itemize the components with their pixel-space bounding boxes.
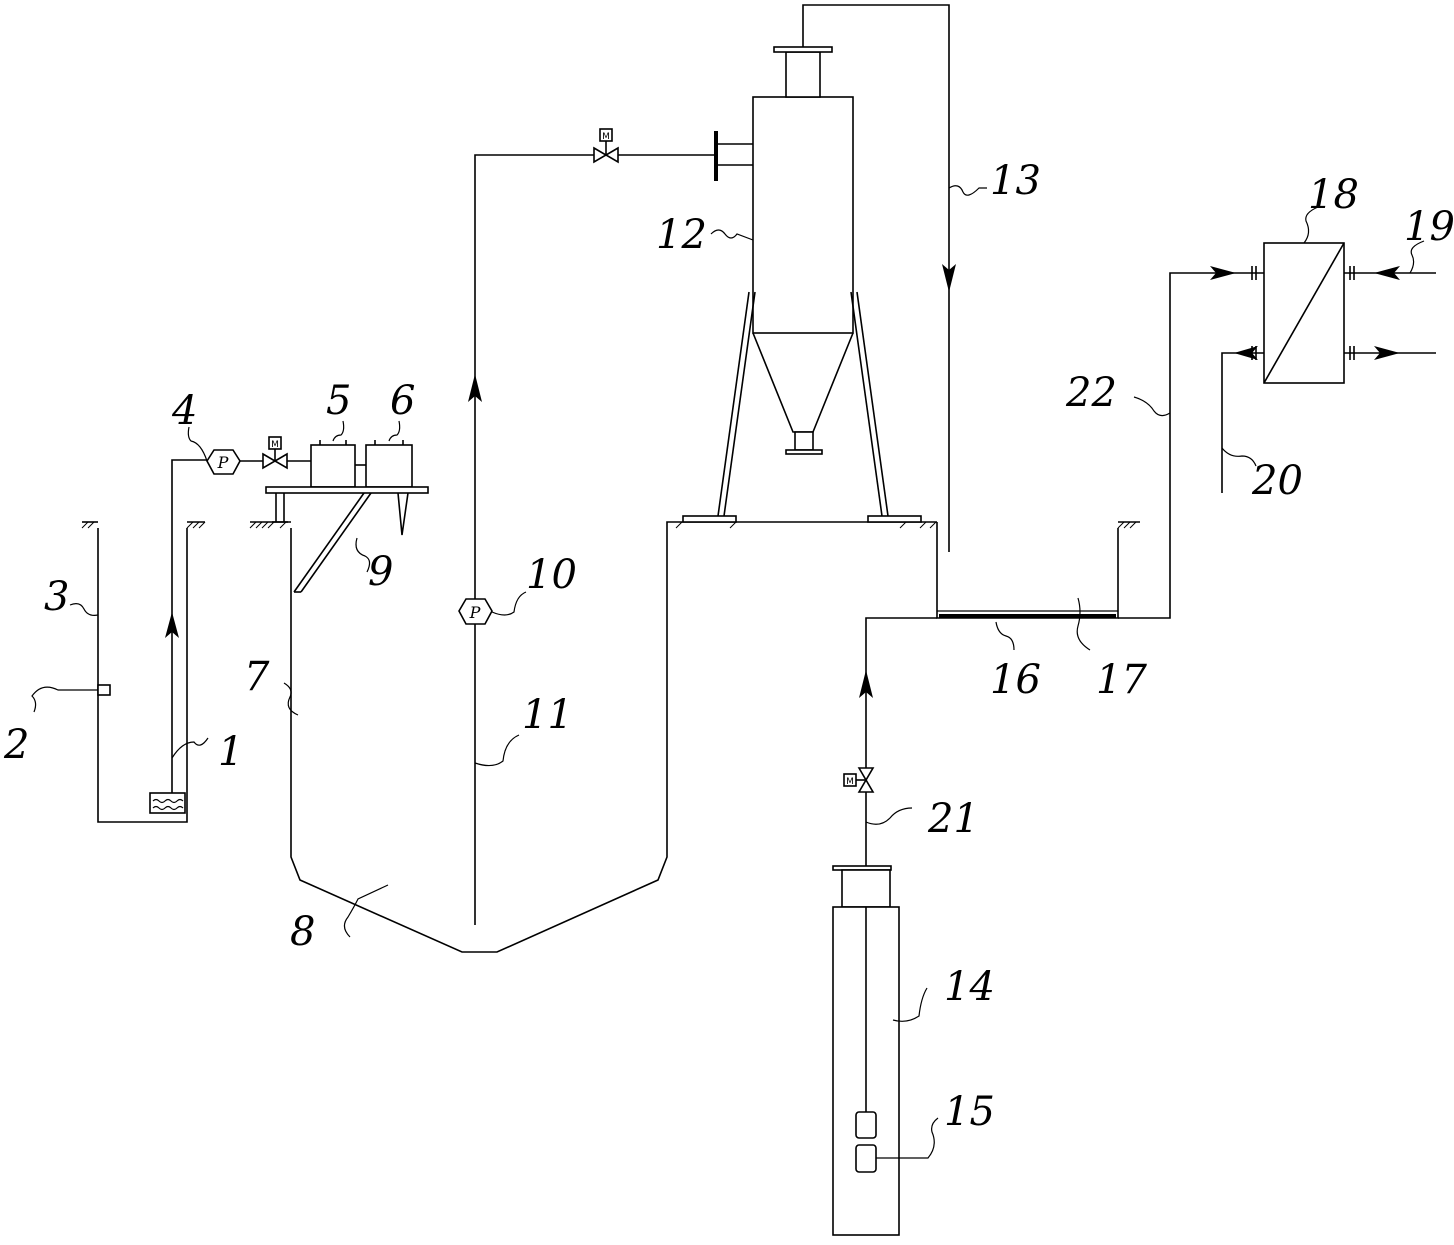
pump-10: P xyxy=(458,598,493,625)
label-1: 1 xyxy=(218,729,243,775)
label-13: 13 xyxy=(990,158,1041,204)
label-16: 16 xyxy=(990,657,1041,703)
label-9: 9 xyxy=(368,549,393,595)
label-4: 4 xyxy=(171,388,197,434)
well-pipe xyxy=(859,617,937,866)
cyclone-separator xyxy=(682,46,922,523)
pump-4: P xyxy=(206,449,241,475)
dosing-tank-5 xyxy=(310,440,356,488)
label-3: 3 xyxy=(44,574,69,620)
label-11: 11 xyxy=(522,692,573,738)
utility-outlet-pipe xyxy=(1344,346,1436,360)
label-12: 12 xyxy=(656,212,707,258)
level-sensor xyxy=(97,684,111,696)
label-21: 21 xyxy=(927,796,979,842)
return-pipe xyxy=(802,4,956,552)
pump-symbol-label: P xyxy=(217,453,229,472)
riser-pipe xyxy=(468,154,594,925)
label-6: 6 xyxy=(390,378,415,424)
motor-valve-well: M xyxy=(843,767,875,793)
valve-motor-symbol: M xyxy=(602,132,610,142)
valve-motor-symbol: M xyxy=(271,440,279,450)
label-7: 7 xyxy=(244,654,270,700)
exchanger-outlet-pipe xyxy=(1221,346,1264,493)
label-22: 22 xyxy=(1065,370,1117,416)
submersible-pump xyxy=(149,792,186,814)
flow-arrow-up xyxy=(468,374,482,402)
label-19: 19 xyxy=(1404,204,1454,250)
flow-arrow-up xyxy=(165,612,179,638)
well-casing xyxy=(832,865,900,1236)
motor-valve-riser: M xyxy=(593,128,619,164)
pump-symbol-label: P xyxy=(469,603,481,622)
utility-inlet-pipe xyxy=(1344,266,1436,280)
flow-arrow-left xyxy=(1374,266,1400,280)
label-15: 15 xyxy=(944,1089,995,1135)
flow-arrow-down xyxy=(942,264,956,292)
flow-arrow-right xyxy=(1210,266,1236,280)
leader-lines xyxy=(31,185,1425,1159)
label-14: 14 xyxy=(944,964,995,1010)
valve-motor-symbol: M xyxy=(846,777,854,787)
reference-numerals: 1 2 3 4 5 6 7 8 9 10 11 12 13 14 15 16 1… xyxy=(3,158,1454,1135)
flow-arrow-right xyxy=(1374,346,1400,360)
label-5: 5 xyxy=(326,378,351,424)
label-2: 2 xyxy=(3,722,29,768)
dosing-tank-6 xyxy=(365,440,413,488)
sump-tank xyxy=(81,521,206,823)
label-10: 10 xyxy=(526,552,577,598)
label-20: 20 xyxy=(1251,458,1303,504)
motor-valve-feed: M xyxy=(262,436,288,470)
flow-arrow-up xyxy=(859,670,873,698)
bracket-9 xyxy=(293,492,372,593)
heat-exchanger xyxy=(1263,242,1345,384)
reaction-tank xyxy=(249,521,937,953)
exchanger-inlet-pipe xyxy=(1118,266,1264,619)
collection-trough xyxy=(936,521,1140,619)
pump-discharge-pipe xyxy=(165,459,207,793)
label-18: 18 xyxy=(1308,172,1359,218)
label-8: 8 xyxy=(290,909,315,955)
label-17: 17 xyxy=(1096,657,1147,703)
